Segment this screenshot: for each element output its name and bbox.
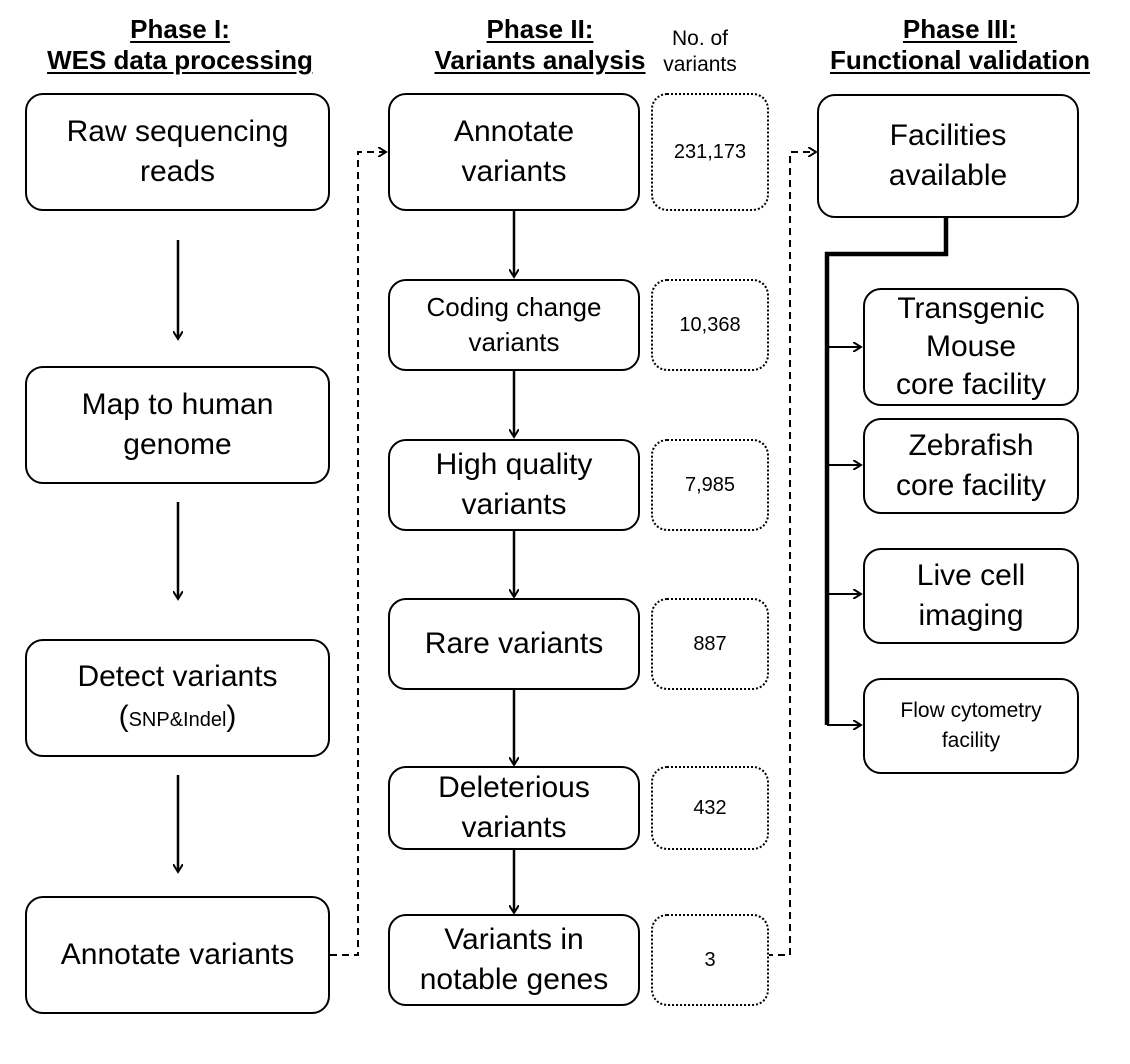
step-raw-reads-line-1: Raw sequencing	[66, 115, 289, 148]
count-annotate: 231,173	[651, 93, 769, 211]
facility-flow-cytometry: Flow cytometry facility	[863, 678, 1079, 774]
count-header-line-2: variants	[663, 53, 737, 76]
flow-line-1: Flow cytometry	[900, 699, 1042, 722]
p2-step-6-line-2: notable genes	[419, 963, 609, 996]
p2-step-deleterious: Deleterious variants	[388, 766, 640, 850]
mouse-line-1: Transgenic	[897, 292, 1045, 325]
p2-step-4-line-1: Rare variants	[424, 627, 604, 660]
p2-step-6-line-1: Variants in	[444, 923, 584, 956]
step-detect-variants: Detect variants (SNP&Indel)	[25, 639, 330, 757]
facility-zebrafish: Zebrafish core facility	[863, 418, 1079, 514]
flow-line-2: facility	[941, 729, 1001, 752]
facilities-line-2: available	[888, 159, 1008, 192]
phase2-title: Phase II:	[486, 14, 594, 44]
livecell-line-1: Live cell	[916, 559, 1026, 592]
step-annotate-p1-line-1: Annotate variants	[60, 938, 295, 971]
count-header-line-1: No. of	[671, 27, 729, 50]
count-high-quality: 7,985	[651, 439, 769, 531]
step-raw-reads: Raw sequencing reads	[25, 93, 330, 211]
step-map-genome: Map to human genome	[25, 366, 330, 484]
p2-step-5-line-1: Deleterious	[438, 771, 590, 804]
phase3-title: Phase III:	[902, 14, 1018, 44]
step-detect-sub: SNP&Indel	[128, 708, 227, 731]
p2-step-2-line-2: variants	[468, 327, 560, 357]
mouse-line-3: core facility	[895, 368, 1047, 401]
step-detect-line-2: (SNP&Indel)	[118, 699, 237, 733]
facility-transgenic-mouse: Transgenic Mouse core facility	[863, 288, 1079, 406]
p2-step-annotate: Annotate variants	[388, 93, 640, 211]
p2-step-high-quality: High quality variants	[388, 439, 640, 531]
phase1-title: Phase I:	[130, 14, 230, 44]
p2-step-rare: Rare variants	[388, 598, 640, 690]
zebrafish-line-1: Zebrafish	[908, 429, 1034, 462]
step-detect-line-1: Detect variants	[77, 659, 278, 693]
count-notable-genes: 3	[651, 914, 769, 1006]
dashed-link-phase2-phase3	[766, 152, 815, 956]
p2-step-3-line-1: High quality	[435, 448, 593, 481]
livecell-line-2: imaging	[918, 599, 1024, 632]
mouse-line-2: Mouse	[925, 330, 1017, 363]
facility-live-cell: Live cell imaging	[863, 548, 1079, 644]
facilities-line-1: Facilities	[889, 119, 1007, 152]
phase1-header: Phase I: WES data processing	[20, 14, 340, 76]
p2-step-5-line-2: variants	[461, 811, 567, 844]
facilities-available: Facilities available	[817, 94, 1079, 218]
phase2-header: Phase II: Variants analysis	[420, 14, 660, 76]
p2-step-notable-genes: Variants in notable genes	[388, 914, 640, 1006]
count-rare: 887	[651, 598, 769, 690]
p2-step-1-line-1: Annotate	[453, 115, 575, 148]
step-raw-reads-line-2: reads	[139, 155, 216, 188]
count-column-header: No. of variants	[645, 26, 755, 78]
p2-step-1-line-2: variants	[461, 155, 567, 188]
phase3-subtitle: Functional validation	[829, 45, 1090, 75]
zebrafish-line-2: core facility	[895, 469, 1047, 502]
phase3-header: Phase III: Functional validation	[815, 14, 1105, 76]
p2-step-coding: Coding change variants	[388, 279, 640, 371]
p2-step-2-line-1: Coding change	[426, 292, 602, 322]
count-deleterious: 432	[651, 766, 769, 850]
p2-step-3-line-2: variants	[461, 488, 567, 521]
step-map-genome-line-2: genome	[123, 428, 232, 461]
step-annotate-variants-p1: Annotate variants	[25, 896, 330, 1014]
step-map-genome-line-1: Map to human	[81, 388, 274, 421]
phase2-subtitle: Variants analysis	[434, 45, 646, 75]
phase1-subtitle: WES data processing	[47, 45, 313, 75]
facilities-trunk	[824, 218, 949, 725]
dashed-link-phase1-phase2	[330, 152, 385, 956]
count-coding: 10,368	[651, 279, 769, 371]
